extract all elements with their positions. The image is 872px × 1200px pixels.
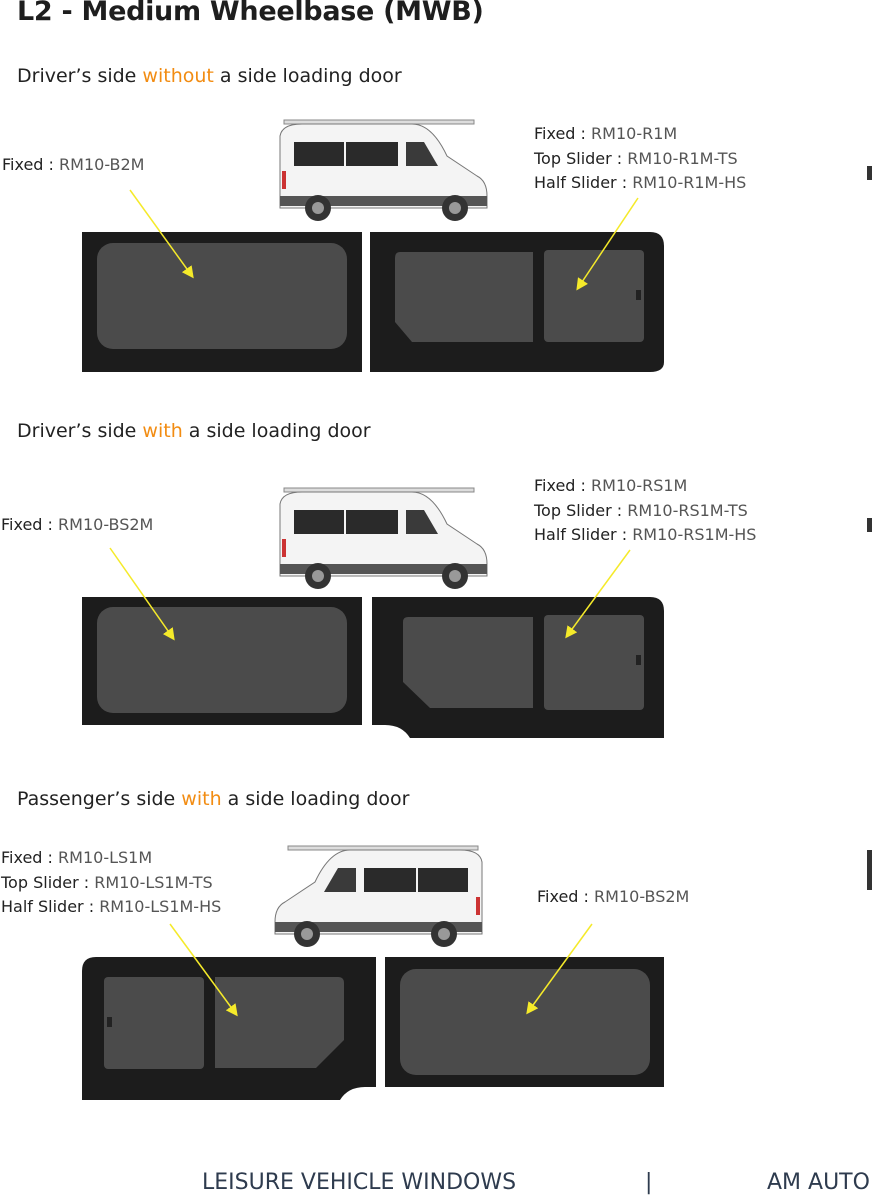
van-illustration bbox=[279, 487, 488, 590]
label-left-3: Fixed : RM10-LS1M Top Slider : RM10-LS1M… bbox=[1, 848, 222, 916]
footer-left: LEISURE VEHICLE WINDOWS bbox=[202, 1170, 517, 1195]
footer-right: AM AUTO bbox=[767, 1170, 870, 1195]
cropped-edge-text bbox=[867, 850, 872, 890]
cropped-edge-text bbox=[867, 518, 872, 532]
section-heading-2: Driver’s side with a side loading door bbox=[17, 420, 371, 442]
section-heading-1: Driver’s side without a side loading doo… bbox=[17, 65, 402, 87]
van-illustration bbox=[274, 845, 483, 948]
label-right-3: Fixed : RM10-BS2M bbox=[537, 887, 690, 906]
label-left-1: Fixed : RM10-B2M bbox=[2, 155, 145, 174]
van-illustration bbox=[279, 119, 488, 222]
cropped-edge-text bbox=[867, 166, 872, 180]
label-right-1: Fixed : RM10-R1M Top Slider : RM10-R1M-T… bbox=[534, 124, 747, 192]
footer-separator: | bbox=[645, 1170, 653, 1195]
label-left-2: Fixed : RM10-BS2M bbox=[1, 515, 154, 534]
section-heading-3: Passenger’s side with a side loading doo… bbox=[17, 788, 410, 810]
label-right-2: Fixed : RM10-RS1M Top Slider : RM10-RS1M… bbox=[534, 476, 757, 544]
page-title: L2 - Medium Wheelbase (MWB) bbox=[17, 0, 484, 27]
